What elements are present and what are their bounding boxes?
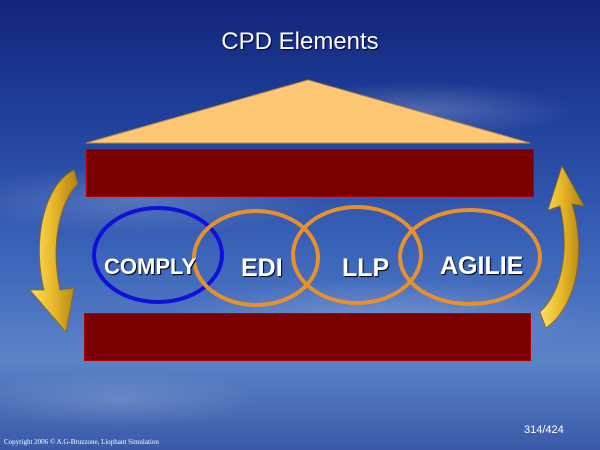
top-bar: [86, 149, 534, 197]
element-edi: EDI: [241, 254, 283, 282]
llp-ring: [291, 205, 423, 305]
agilie-ring: [398, 208, 542, 306]
copyright-text: Copyright 2006 © A.G-Bruzzone, Liophant …: [4, 438, 159, 446]
element-llp: LLP: [342, 254, 390, 282]
curved-arrow-left-icon: [29, 169, 79, 333]
roof-triangle: [85, 79, 531, 144]
element-comply: COMPLY: [104, 254, 197, 279]
curved-arrow-right-icon: [539, 164, 585, 329]
comply-ring: [92, 206, 224, 304]
slide-title: CPD Elements: [221, 28, 379, 55]
element-agilie: AGILIE: [440, 252, 524, 280]
bottom-bar: [84, 313, 531, 361]
page-number: 314/424: [524, 424, 564, 436]
edi-ring: [192, 209, 320, 307]
